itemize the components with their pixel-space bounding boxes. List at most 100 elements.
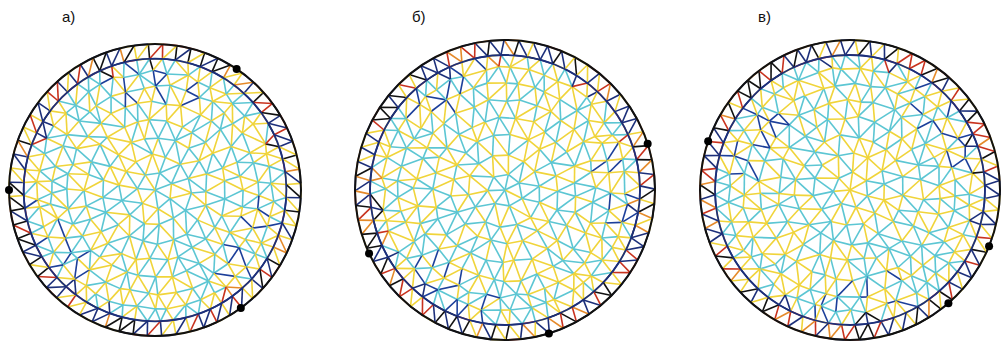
mesh-edge (403, 269, 414, 279)
mesh-edge (468, 191, 487, 195)
mesh-edge (584, 142, 603, 143)
mesh-edge (495, 204, 509, 206)
mesh-edge (24, 195, 38, 199)
mesh-edge (822, 165, 839, 178)
mesh-edge (76, 286, 86, 295)
mesh-edge (198, 314, 203, 328)
mesh-edge (457, 285, 459, 299)
mesh-edge (433, 189, 437, 207)
mesh-edge (67, 135, 88, 137)
mesh-edge (602, 260, 619, 262)
mesh-edge (201, 115, 212, 121)
mesh-edge (625, 186, 640, 194)
mesh-edge (375, 155, 387, 158)
mesh-edge (388, 252, 399, 257)
mesh-edge (119, 155, 127, 172)
mesh-edge (130, 275, 138, 289)
mesh-edge (103, 198, 122, 201)
mesh-edge (584, 142, 591, 161)
mesh-edge (529, 69, 544, 75)
mesh-edge (171, 184, 191, 193)
mesh-edge (577, 104, 591, 110)
mesh-edge (459, 128, 472, 135)
mesh-edge (158, 292, 176, 294)
mesh-edge (152, 154, 165, 157)
mesh-edge (486, 56, 487, 70)
mesh-edge (73, 162, 91, 165)
mesh-edge (138, 258, 150, 275)
mesh-edge (158, 199, 170, 209)
mesh-edge (268, 115, 280, 123)
mesh-edge (253, 163, 258, 182)
mesh-edge (100, 71, 113, 77)
mesh-edge (407, 255, 422, 258)
mesh-edge (210, 72, 212, 88)
mesh-edge (125, 127, 132, 142)
mesh-edge (475, 58, 487, 69)
mesh-edge (488, 191, 495, 204)
mesh-edge (535, 163, 552, 172)
mesh-edge (864, 213, 875, 224)
mesh-edge (183, 115, 201, 127)
mesh-edge (207, 174, 225, 181)
mesh-edge (602, 238, 612, 247)
mesh-edge (553, 260, 563, 266)
mesh-edge (545, 120, 561, 132)
mesh-edge (175, 140, 188, 148)
mesh-edge (96, 106, 111, 114)
mesh-edge (573, 233, 585, 249)
mesh-edge (191, 193, 205, 205)
mesh-edge (215, 216, 222, 227)
mesh-edge (574, 274, 584, 283)
mesh-edge (486, 260, 494, 279)
mesh-edge (71, 253, 77, 259)
mesh-edge (866, 181, 867, 196)
mesh-edge (175, 49, 191, 61)
mesh-edge (868, 158, 882, 171)
mesh-edge (799, 209, 809, 225)
boundary-point (365, 249, 373, 257)
mesh-edge (882, 171, 884, 184)
mesh-edge (27, 207, 39, 221)
mesh-edge (386, 181, 398, 189)
mesh-edge (185, 193, 191, 210)
mesh-edge (438, 219, 446, 235)
mesh-edge (867, 196, 874, 213)
mesh-edge (138, 275, 156, 277)
mesh-edge (220, 124, 232, 129)
mesh-edge (137, 189, 155, 190)
mesh-edge (853, 153, 854, 172)
mesh-edge (447, 134, 459, 147)
mesh-edge (232, 103, 234, 123)
mesh-edge (52, 189, 67, 193)
mesh-edge (527, 57, 529, 70)
mesh-edge (475, 204, 495, 207)
mesh-edge (478, 236, 491, 240)
mesh-edge (425, 80, 428, 96)
mesh-edge (406, 147, 427, 149)
mesh-edge (553, 266, 558, 282)
mesh-edge (372, 118, 390, 120)
mesh-edge (417, 179, 433, 189)
mesh-edge (882, 160, 896, 170)
mesh-edge (436, 207, 438, 218)
mesh-edge (840, 119, 845, 135)
mesh-edge (100, 84, 111, 96)
mesh-edge (586, 83, 588, 97)
mesh-edge (122, 201, 142, 204)
mesh-edge (804, 166, 815, 178)
mesh-edge (282, 223, 292, 240)
mesh-edge (517, 225, 523, 241)
mesh-edge (24, 182, 37, 196)
mesh-edge (96, 294, 109, 301)
mesh-edge (380, 107, 391, 118)
mesh-edge (76, 105, 80, 121)
mesh-edge (899, 195, 903, 210)
mesh-edge (522, 308, 531, 324)
mesh-edge (821, 233, 834, 241)
mesh-edge (48, 237, 65, 238)
mesh-edge (465, 222, 485, 224)
mesh-edge (186, 263, 199, 270)
mesh-edge (222, 207, 243, 216)
mesh-edge (50, 111, 54, 126)
